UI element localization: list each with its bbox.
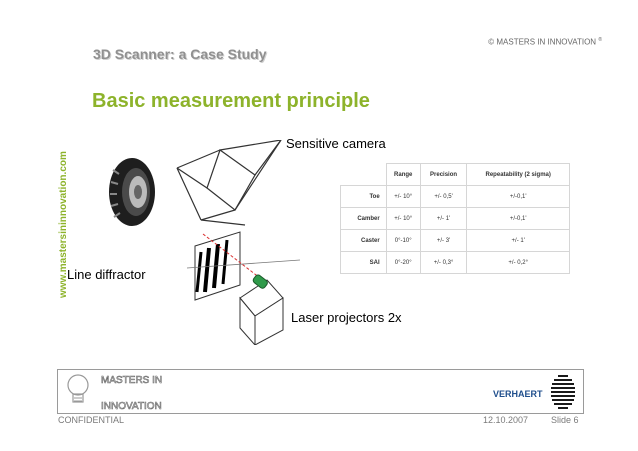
table-cell: +/- 0,5' — [419, 185, 468, 208]
table-cell: +/-0,1' — [466, 207, 570, 230]
row-header: Toe — [340, 185, 387, 208]
table-header-row: Range Precision Repeatability (2 sigma) — [340, 163, 570, 186]
logo-line-1: MASTERS IN — [101, 375, 162, 386]
table-cell: +/- 3' — [419, 229, 468, 252]
row-header: SAI — [340, 251, 387, 274]
row-header: Caster — [340, 229, 387, 252]
slide-number: Slide 6 — [551, 415, 579, 425]
column-header: Repeatability (2 sigma) — [466, 163, 570, 186]
table-cell: +/- 1' — [466, 229, 570, 252]
footer-logo-bar — [57, 369, 584, 414]
table-corner-cell — [340, 163, 387, 186]
row-header: Camber — [340, 207, 387, 230]
camera-label: Sensitive camera — [286, 136, 386, 151]
lightbulb-icon — [67, 374, 89, 403]
table-cell: +/- 0,3° — [419, 251, 468, 274]
diffractor-label: Line diffractor — [67, 267, 146, 282]
page-title: Basic measurement principle — [92, 90, 370, 112]
table-cell: +/- 10° — [385, 207, 421, 230]
table-row: Camber +/- 10° +/- 1' +/-0,1' — [340, 207, 570, 230]
tire-image — [109, 158, 155, 226]
table-cell: 0°-20° — [385, 251, 421, 274]
laser-label: Laser projectors 2x — [291, 310, 402, 325]
column-header: Range — [385, 163, 421, 186]
laser-projector-sketch — [239, 274, 284, 345]
masters-in-innovation-logo: MASTERS IN INNOVATION — [101, 375, 163, 412]
confidential-label: CONFIDENTIAL — [58, 415, 125, 425]
table-cell: +/- 10° — [385, 185, 421, 208]
table-cell: +/- 1' — [419, 207, 468, 230]
camera-frustum-sketch — [176, 140, 282, 226]
footer-date: 12.10.2007 — [483, 415, 529, 425]
measurement-specs-table: Range Precision Repeatability (2 sigma) … — [340, 163, 570, 274]
table-cell: +/- 0,2° — [466, 251, 570, 274]
table-cell: +/-0,1' — [466, 185, 570, 208]
column-header: Precision — [419, 163, 468, 186]
logo-line-2: INNOVATION — [101, 401, 162, 412]
copyright-notice: © MASTERS IN INNOVATION ® — [488, 37, 602, 47]
verhaert-logo-icon — [551, 375, 575, 409]
table-row: Caster 0°-10° +/- 3' +/- 1' — [340, 229, 570, 252]
laser-beam — [202, 233, 261, 279]
section-title: 3D Scanner: a Case Study — [93, 46, 267, 62]
table-row: SAI 0°-20° +/- 0,3° +/- 0,2° — [340, 251, 570, 274]
scanner-sketch-illustration — [109, 140, 301, 345]
line-diffractor-sketch — [186, 231, 301, 301]
table-cell: 0°-10° — [385, 229, 421, 252]
table-row: Toe +/- 10° +/- 0,5' +/-0,1' — [340, 185, 570, 208]
verhaert-logo-text: VERHAERT — [493, 389, 543, 399]
